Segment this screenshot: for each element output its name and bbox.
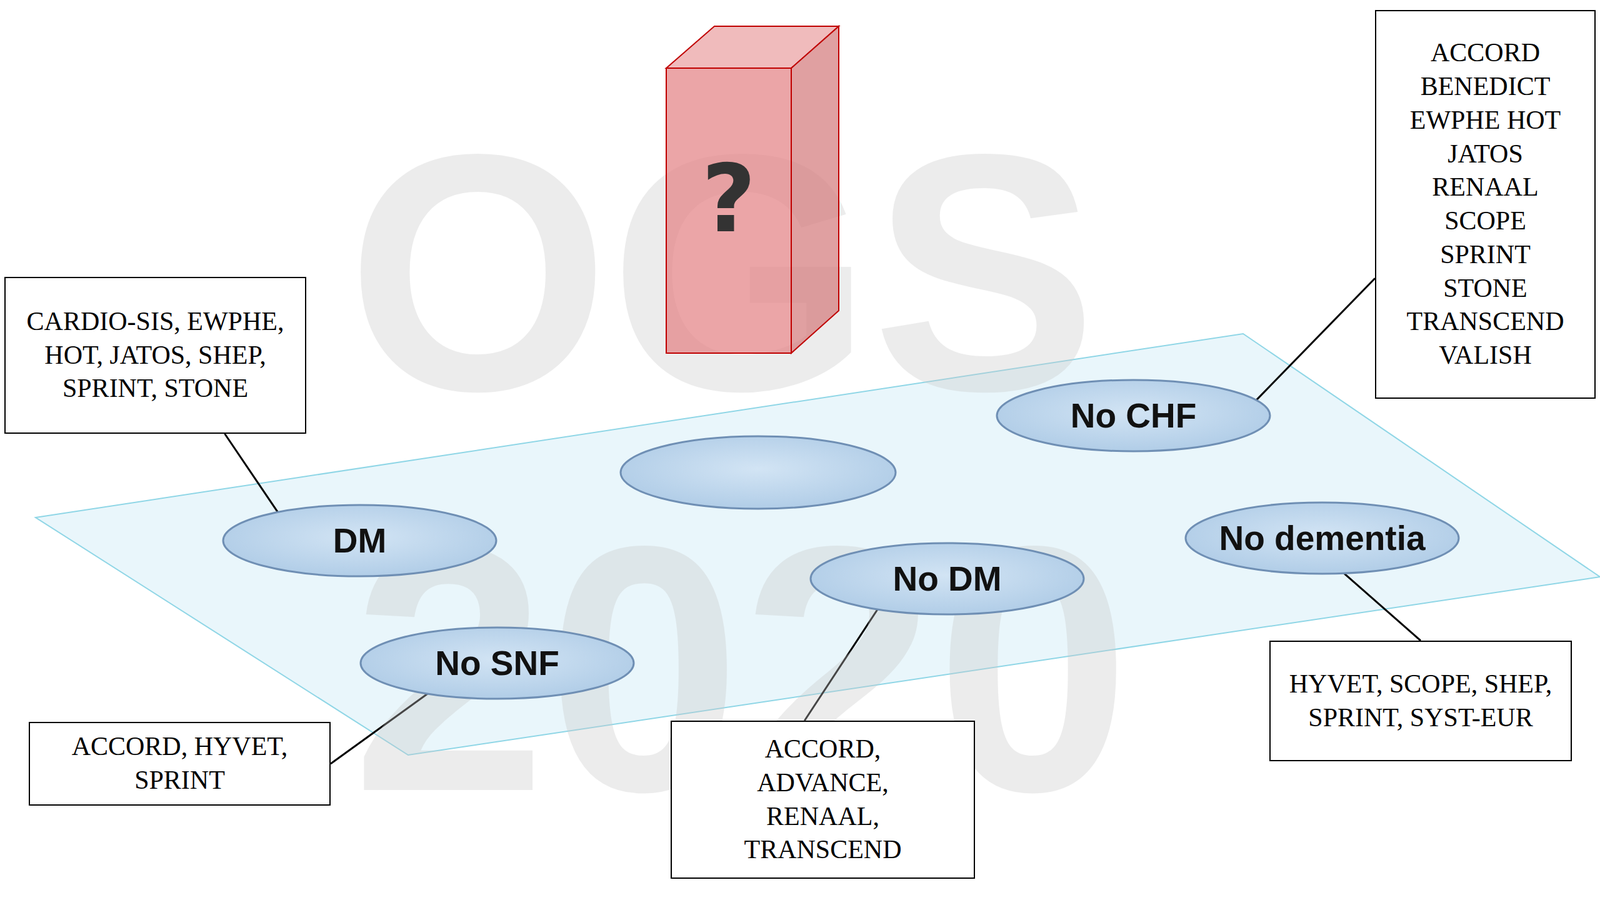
ellipse <box>223 505 497 577</box>
trial-list-box: ACCORD, ADVANCE, RENAAL, TRANSCEND <box>670 720 975 879</box>
trial-names: HYVET, SCOPE, SHEP, SPRINT, SYST-EUR <box>1283 667 1559 735</box>
condition-label: No DM <box>892 558 1002 599</box>
condition-ellipse: No SNF <box>359 626 635 700</box>
condition-label: No dementia <box>1218 518 1425 559</box>
condition-label: No CHF <box>1070 395 1197 436</box>
condition-label: No SNF <box>435 643 560 684</box>
trial-list-box: HYVET, SCOPE, SHEP, SPRINT, SYST-EUR <box>1269 640 1572 762</box>
condition-ellipse: DM <box>221 503 498 578</box>
trial-list-box: ACCORD, HYVET, SPRINT <box>28 721 331 806</box>
condition-ellipse: No CHF <box>995 378 1272 453</box>
trial-list-box: ACCORD BENEDICT EWPHE HOT JATOS RENAAL S… <box>1375 10 1596 399</box>
trial-list-box: CARDIO-SIS, EWPHE, HOT, JATOS, SHEP, SPR… <box>4 276 307 434</box>
trial-names: CARDIO-SIS, EWPHE, HOT, JATOS, SHEP, SPR… <box>18 305 293 406</box>
leader-line <box>1256 278 1375 400</box>
condition-ellipse: No dementia <box>1184 501 1460 575</box>
question-cube: ? <box>666 25 839 354</box>
trial-names: ACCORD BENEDICT EWPHE HOT JATOS RENAAL S… <box>1406 36 1564 373</box>
cube-front <box>666 68 792 354</box>
trial-names: ACCORD, HYVET, SPRINT <box>42 730 317 798</box>
condition-ellipse: No DM <box>809 541 1085 616</box>
question-mark: ? <box>666 151 792 246</box>
leader-line <box>1343 573 1421 641</box>
condition-label: DM <box>333 520 387 561</box>
trial-names: ACCORD, ADVANCE, RENAAL, TRANSCEND <box>743 732 902 867</box>
ellipse <box>1185 502 1459 574</box>
cube-side <box>791 26 839 354</box>
ellipse <box>810 543 1084 615</box>
ellipse <box>996 380 1270 452</box>
leader-line <box>225 433 279 512</box>
ellipse <box>360 627 634 699</box>
